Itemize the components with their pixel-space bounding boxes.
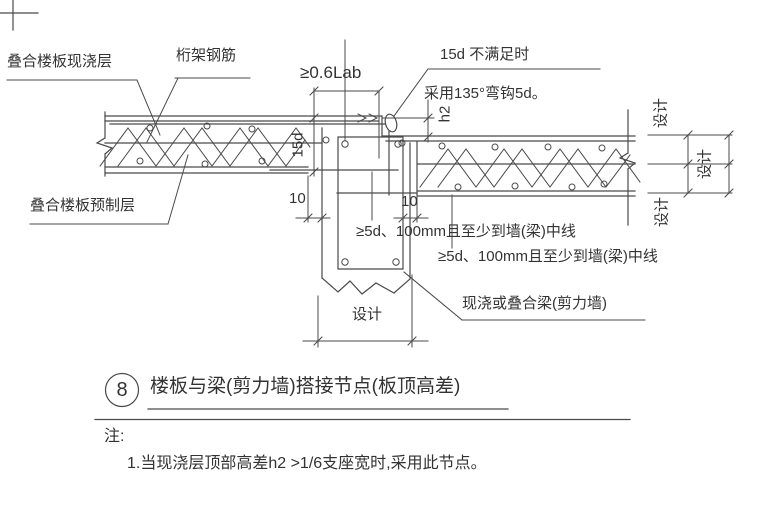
dim-right-bottom: 设计	[653, 196, 671, 228]
dim-hook-vertical: 15d	[289, 132, 307, 158]
precast-layer-label: 叠合楼板预制层	[30, 197, 136, 214]
beam-label: 现浇或叠合梁(剪力墙)	[462, 295, 607, 312]
title-linework	[94, 372, 631, 421]
dim-gap-left: 10	[289, 190, 306, 207]
hook-note-line1: 15d 不满足时	[440, 46, 530, 63]
dimension-ticks	[303, 86, 734, 346]
dim-beam-width: 设计	[352, 306, 383, 323]
dim-right-middle: 设计	[696, 148, 714, 180]
dim-right-top: 设计	[652, 97, 670, 129]
rebar-lines	[109, 113, 418, 196]
dimension-lines	[295, 39, 734, 348]
note-item-1: 1.当现浇层顶部高差h2 >1/6支座宽时,采用此节点。	[127, 455, 487, 472]
hook-note-line2: 采用135°弯钩5d。	[424, 85, 547, 102]
truss-right	[419, 148, 641, 188]
dim-gap-right: 10	[401, 193, 418, 210]
truss-rebar-label: 桁架钢筋	[176, 47, 237, 64]
sheet-corner-marks	[0, 0, 39, 31]
beam-break-line	[321, 277, 411, 295]
detail-number: 8	[116, 379, 128, 401]
notes-header: 注:	[104, 428, 125, 445]
dim-height-diff: h2	[436, 105, 454, 123]
rebar-dots	[136, 122, 608, 266]
cast-layer-label: 叠合楼板现浇层	[7, 53, 113, 70]
detail-title: 楼板与梁(剪力墙)搭接节点(板顶高差)	[150, 376, 461, 397]
slab-right-linework	[381, 109, 637, 226]
anchor-note-bottom: ≥5d、100mm且至少到墙(梁)中线	[438, 248, 658, 265]
leader-lines	[6, 68, 646, 321]
anchor-note-top: ≥5d、100mm且至少到墙(梁)中线	[356, 223, 576, 240]
beam-linework	[321, 127, 411, 295]
hook-loop	[384, 113, 398, 133]
detail-number-circle	[104, 372, 140, 408]
dim-lap-length: ≥0.6Lab	[300, 63, 362, 82]
truss-left	[99, 127, 311, 167]
